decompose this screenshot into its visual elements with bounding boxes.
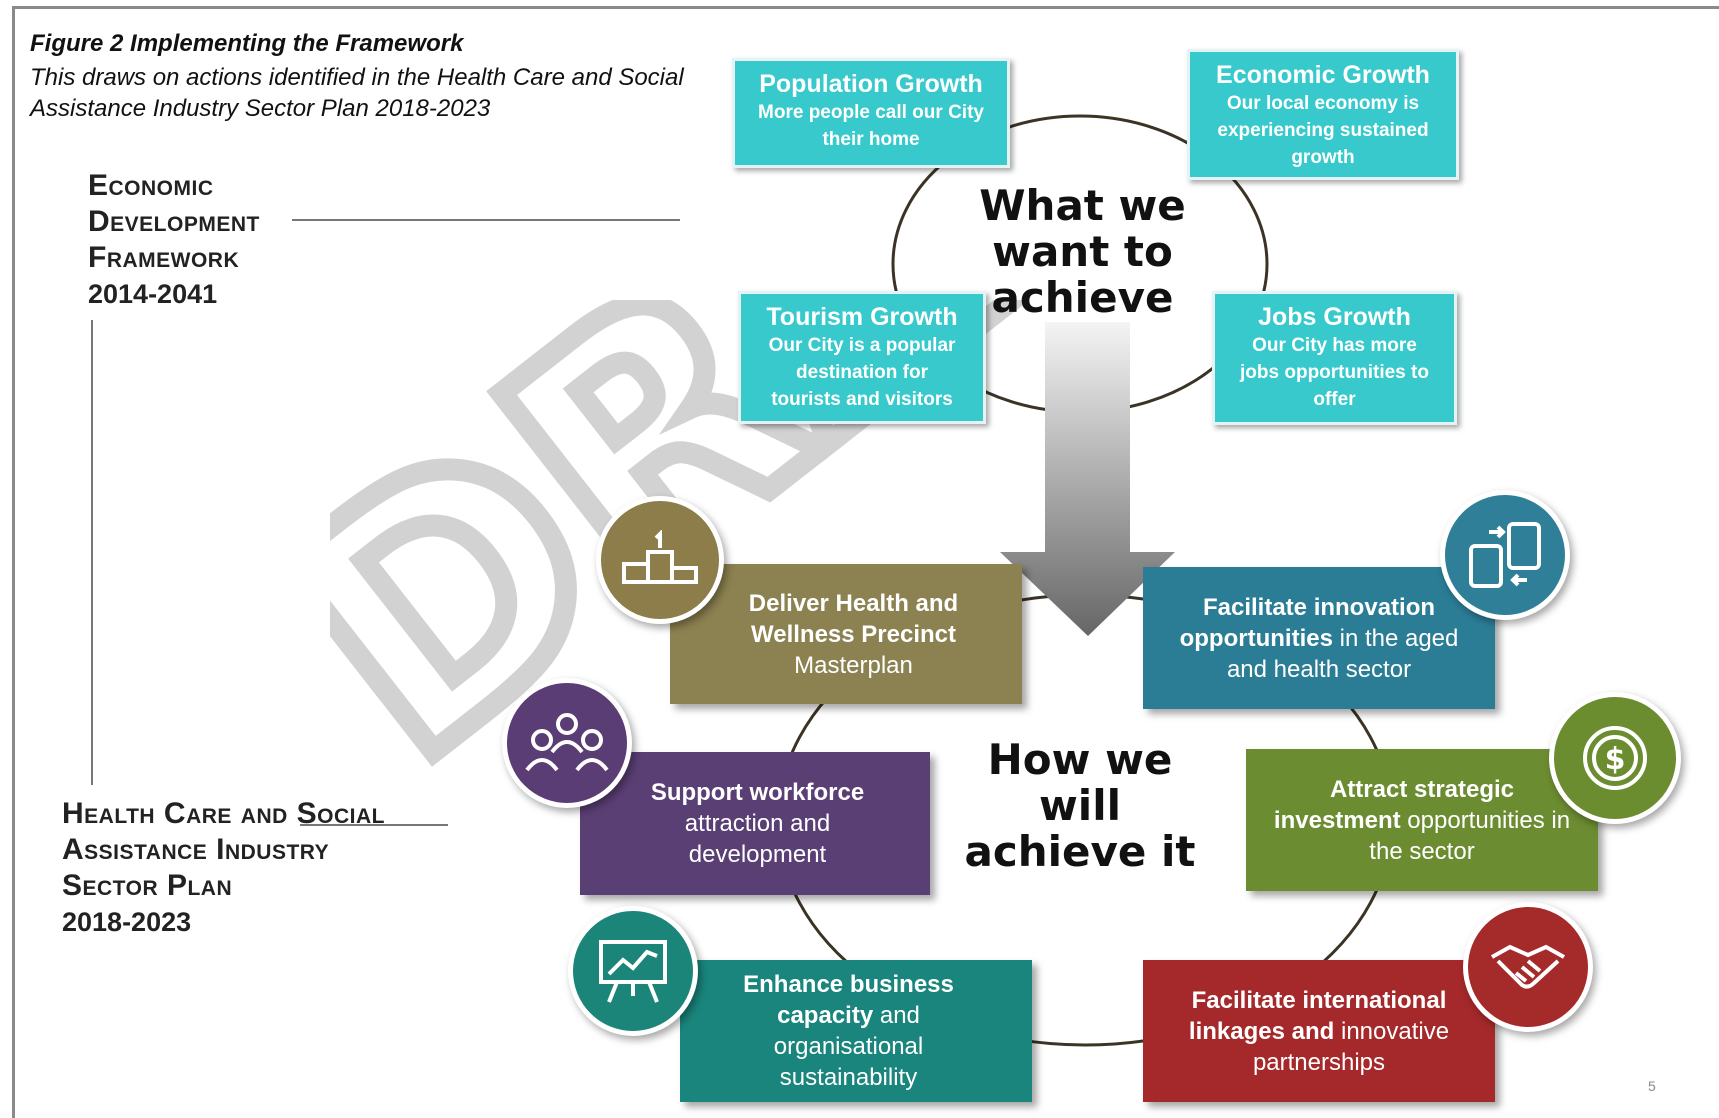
action-bold-text: Deliver Health and Wellness Precinct xyxy=(748,589,959,648)
handshake-icon xyxy=(1463,902,1593,1032)
dollar-coin-icon: $ xyxy=(1549,692,1681,824)
action-rest-text: innovative partnerships xyxy=(1252,1017,1450,1076)
action-international-linkages: Facilitate international linkages and in… xyxy=(1143,960,1495,1102)
hcsa-label: Health Care and Social Assistance Indust… xyxy=(62,797,385,902)
connector-lines xyxy=(91,219,680,826)
hcsa-label-block: Health Care and Social Assistance Indust… xyxy=(62,796,422,940)
page-frame xyxy=(12,6,1719,1118)
figure-subtitle: This draws on actions identified in the … xyxy=(30,64,684,122)
team-icon xyxy=(502,678,632,808)
goal-jobs-growth: Jobs Growth Our City has more jobs oppor… xyxy=(1212,291,1457,425)
goal-body: Our local economy is experiencing sustai… xyxy=(1217,93,1429,168)
goal-title: Tourism Growth xyxy=(766,303,958,331)
action-bold-text: Enhance business capacity xyxy=(743,971,954,1029)
podium-icon xyxy=(596,496,724,624)
down-arrow xyxy=(1000,322,1175,636)
devices-icon xyxy=(1440,490,1570,620)
action-rest-text: attraction and development xyxy=(684,810,831,868)
page-number: 5 xyxy=(1648,1078,1656,1094)
action-bold-text: Attract strategic investment xyxy=(1273,775,1515,834)
goal-economic-growth: Economic Growth Our local economy is exp… xyxy=(1187,49,1459,180)
action-business-capacity: Enhance business capacity and organisati… xyxy=(680,960,1032,1102)
action-workforce: Support workforce attraction and developm… xyxy=(580,752,930,895)
goal-body: More people call our City their home xyxy=(758,102,984,150)
action-rest-text: opportunities in the sector xyxy=(1369,806,1571,865)
hcsa-years: 2018-2023 xyxy=(62,907,192,937)
want-heading: What we want to achieve xyxy=(979,181,1186,322)
figure-title: Figure 2 Implementing the Framework xyxy=(30,30,464,57)
goal-title: Jobs Growth xyxy=(1258,303,1411,331)
action-strategic-investment: Attract strategic investment opportuniti… xyxy=(1246,749,1598,891)
action-bold-text: Support workforce xyxy=(650,779,865,806)
goal-tourism-growth: Tourism Growth Our City is a popular des… xyxy=(738,291,986,424)
goal-title: Economic Growth xyxy=(1216,61,1430,89)
svg-text:$: $ xyxy=(1605,742,1626,777)
action-rest-text: Masterplan xyxy=(794,651,913,679)
action-rest-text: in the aged and health sector xyxy=(1226,624,1459,683)
edf-label: Economic Development Framework xyxy=(88,169,260,274)
edf-label-block: Economic Development Framework 2014-2041 xyxy=(88,168,278,312)
goal-population-growth: Population Growth More people call our C… xyxy=(732,58,1010,168)
goal-body: Our City has more jobs opportunities to … xyxy=(1240,335,1429,410)
how-heading: How we will achieve it xyxy=(964,735,1196,876)
action-rest-text: and organisational sustainability xyxy=(773,1002,924,1091)
action-innovation-opportunities: Facilitate innovation opportunities in t… xyxy=(1143,567,1495,709)
goal-body: Our City is a popular destination for to… xyxy=(768,335,956,410)
action-bold-text: Facilitate international linkages and xyxy=(1188,986,1447,1045)
action-bold-text: Facilitate innovation opportunities xyxy=(1179,593,1436,652)
edf-years: 2014-2041 xyxy=(88,279,218,309)
goal-title: Population Growth xyxy=(759,70,983,98)
chart-board-icon xyxy=(568,906,698,1036)
